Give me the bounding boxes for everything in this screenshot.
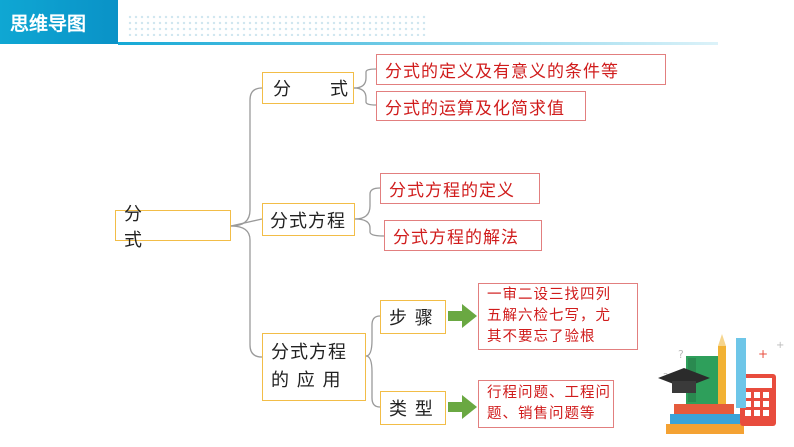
- leaf-definition-conditions: 分式的定义及有意义的条件等: [376, 54, 666, 85]
- graduation-cap-icon: [658, 368, 710, 388]
- leaf-equation-definition-label: 分式方程的定义: [389, 181, 515, 201]
- page-title: 思维导图: [0, 0, 118, 44]
- sub-steps: 步 骤: [380, 300, 446, 334]
- ruler-icon: [736, 338, 746, 408]
- type-arrow-shaft: [448, 402, 462, 412]
- title-underline: [118, 42, 718, 45]
- sub-types: 类 型: [380, 391, 446, 425]
- leaf-definition-conditions-label: 分式的定义及有意义的条件等: [385, 62, 619, 82]
- steps-detail-line3: 其不要忘了验根: [487, 329, 596, 345]
- branch-fractional-equation: 分式方程: [262, 203, 355, 236]
- steps-detail-line2: 五解六检七写，尤: [487, 308, 611, 324]
- svg-text:?: ?: [678, 348, 684, 361]
- leaf-equation-solution-label: 分式方程的解法: [393, 228, 519, 248]
- sub-steps-label: 步 骤: [389, 308, 434, 329]
- leaf-equation-definition: 分式方程的定义: [380, 173, 540, 204]
- branch-fractional-equation-label: 分式方程: [270, 210, 346, 232]
- step-arrow-shaft: [448, 311, 462, 321]
- types-detail: 行程问题、工程问 题、销售问题等: [478, 380, 614, 428]
- svg-text:+: +: [758, 347, 768, 361]
- branch-fractions: 分 式: [262, 72, 354, 104]
- root-label: 分 式: [124, 203, 219, 251]
- leaf-operations: 分式的运算及化简求值: [376, 91, 586, 121]
- leaf-operations-label: 分式的运算及化简求值: [385, 98, 565, 119]
- leaf-equation-solution: 分式方程的解法: [384, 220, 542, 251]
- education-illustration: ? ? + +: [658, 334, 784, 434]
- steps-detail: 一审二设三找四列 五解六检七写，尤 其不要忘了验根: [478, 283, 638, 350]
- types-detail-line2: 题、销售问题等: [487, 406, 596, 422]
- root-node: 分 式: [115, 204, 231, 251]
- steps-detail-line1: 一审二设三找四列: [487, 287, 611, 303]
- type-arrow-head: [462, 395, 477, 419]
- svg-text:+: +: [776, 340, 784, 351]
- branch-application-line2: 的 应 用: [271, 370, 342, 391]
- pencil-icon: [718, 346, 726, 406]
- branch-application-line1: 分式方程: [271, 342, 347, 363]
- sub-types-label: 类 型: [389, 399, 434, 420]
- branch-fractions-label: 分 式: [273, 79, 349, 100]
- types-detail-line1: 行程问题、工程问: [487, 385, 611, 401]
- books-stack-icon: [670, 414, 740, 424]
- branch-equation-application: 分式方程 的 应 用: [262, 333, 366, 401]
- step-arrow-head: [462, 304, 477, 328]
- dot-decoration: [127, 14, 427, 36]
